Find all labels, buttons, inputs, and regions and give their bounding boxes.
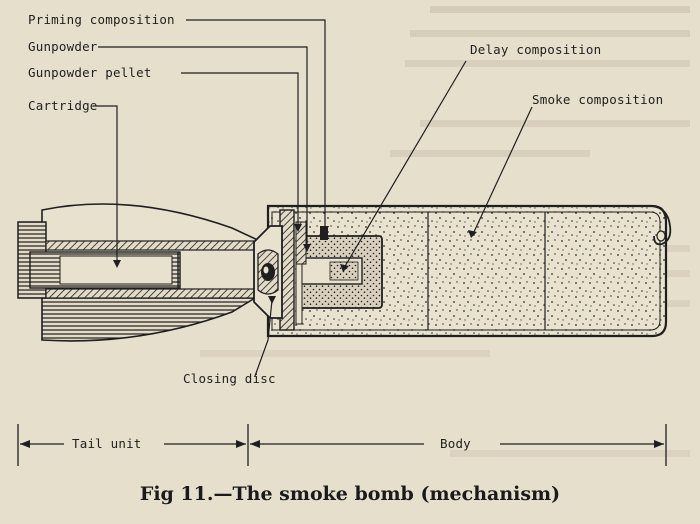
firing-shaft [295,263,303,325]
label-body: Body [440,436,471,451]
dimension-arrowheads [20,440,664,448]
nose-rivet [656,230,666,242]
leader-closing-disc [254,299,273,377]
body-inner-wall [271,211,661,331]
striker-ball-highlight [263,266,269,274]
dimension-lines [17,424,667,466]
arrowhead-cartridge [113,260,121,268]
leader-smoke-composition [472,106,533,235]
arrowhead-pellet [294,224,302,232]
leader-lines [93,19,533,377]
label-tail-unit: Tail unit [72,436,142,451]
tail-tube-wall-upper [45,240,257,251]
leader-delay-composition [343,60,467,269]
arrowhead-gunpowder [303,244,311,252]
leader-cartridge [93,105,118,266]
label-cartridge: Cartridge [28,98,98,113]
label-delay-composition: Delay composition [470,42,602,57]
tail-fin-lower [41,297,258,342]
arrowheads [113,224,477,304]
tail-tube-wall-lower [45,288,257,299]
label-closing-disc: Closing disc [183,371,276,386]
arrowhead-smoke [468,230,477,238]
label-smoke-composition: Smoke composition [532,92,664,107]
tail-unit [17,203,263,342]
arrowhead-delay [340,264,349,272]
tail-fin-upper [41,203,263,244]
label-priming-composition: Priming composition [28,12,175,27]
arrowhead-priming [321,226,329,234]
label-gunpowder: Gunpowder [28,39,98,54]
bomb-body [253,204,672,338]
figure-caption: Fig 11.—The smoke bomb (mechanism) [139,483,561,505]
label-gunpowder-pellet: Gunpowder pellet [28,65,152,80]
arrowhead-closing-disc [268,296,276,304]
leader-gunpowder [98,46,308,250]
nose-clip [651,205,672,246]
leader-gunpowder-pellet [181,72,299,230]
leader-priming-composition [186,19,326,232]
priming-cap [320,226,328,240]
